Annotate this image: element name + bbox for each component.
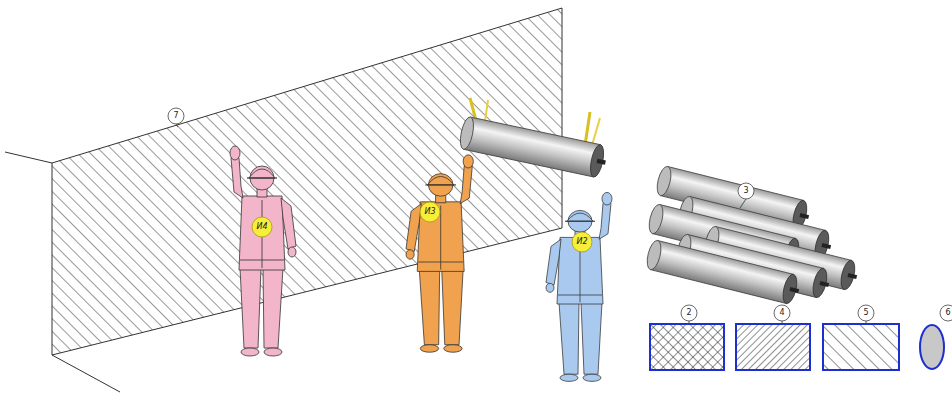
worker-badge — [572, 232, 592, 252]
callout-circle — [774, 305, 790, 321]
leader-line — [689, 321, 690, 324]
callout-number: 4 — [779, 309, 784, 317]
worker-badge — [420, 202, 440, 222]
hatch-swatch — [736, 324, 810, 370]
callout-number: 5 — [863, 309, 868, 317]
callout-number: 2 — [686, 309, 691, 317]
worker-badge — [252, 217, 272, 237]
worker-figure — [546, 192, 612, 381]
callout-number: 6 — [945, 309, 950, 317]
worker-badge-text: И2 — [576, 238, 587, 246]
hatch-swatch — [823, 324, 899, 370]
worker-figure — [406, 155, 473, 352]
pipe-stack — [645, 165, 861, 306]
floor-line — [5, 152, 52, 163]
callout-circle — [858, 305, 874, 321]
leader-line — [176, 124, 178, 127]
callout-circle — [940, 305, 952, 321]
floor-line — [52, 355, 120, 392]
callout-circle — [168, 108, 184, 124]
callout-circle — [738, 183, 754, 199]
hatched-wall — [52, 8, 562, 355]
hanging-pipe — [458, 116, 609, 179]
callout-number: 3 — [743, 187, 748, 195]
worker-badge-text: И4 — [256, 223, 267, 231]
callout-number: 7 — [173, 112, 178, 120]
callout-circle — [681, 305, 697, 321]
worker-figure — [230, 146, 296, 356]
worker-badge-text: И3 — [424, 208, 435, 216]
oval-swatch — [920, 325, 944, 369]
leader-line — [740, 199, 746, 208]
leader-line — [782, 321, 783, 324]
crosshatch-swatch — [650, 324, 724, 370]
leader-line — [866, 321, 867, 324]
